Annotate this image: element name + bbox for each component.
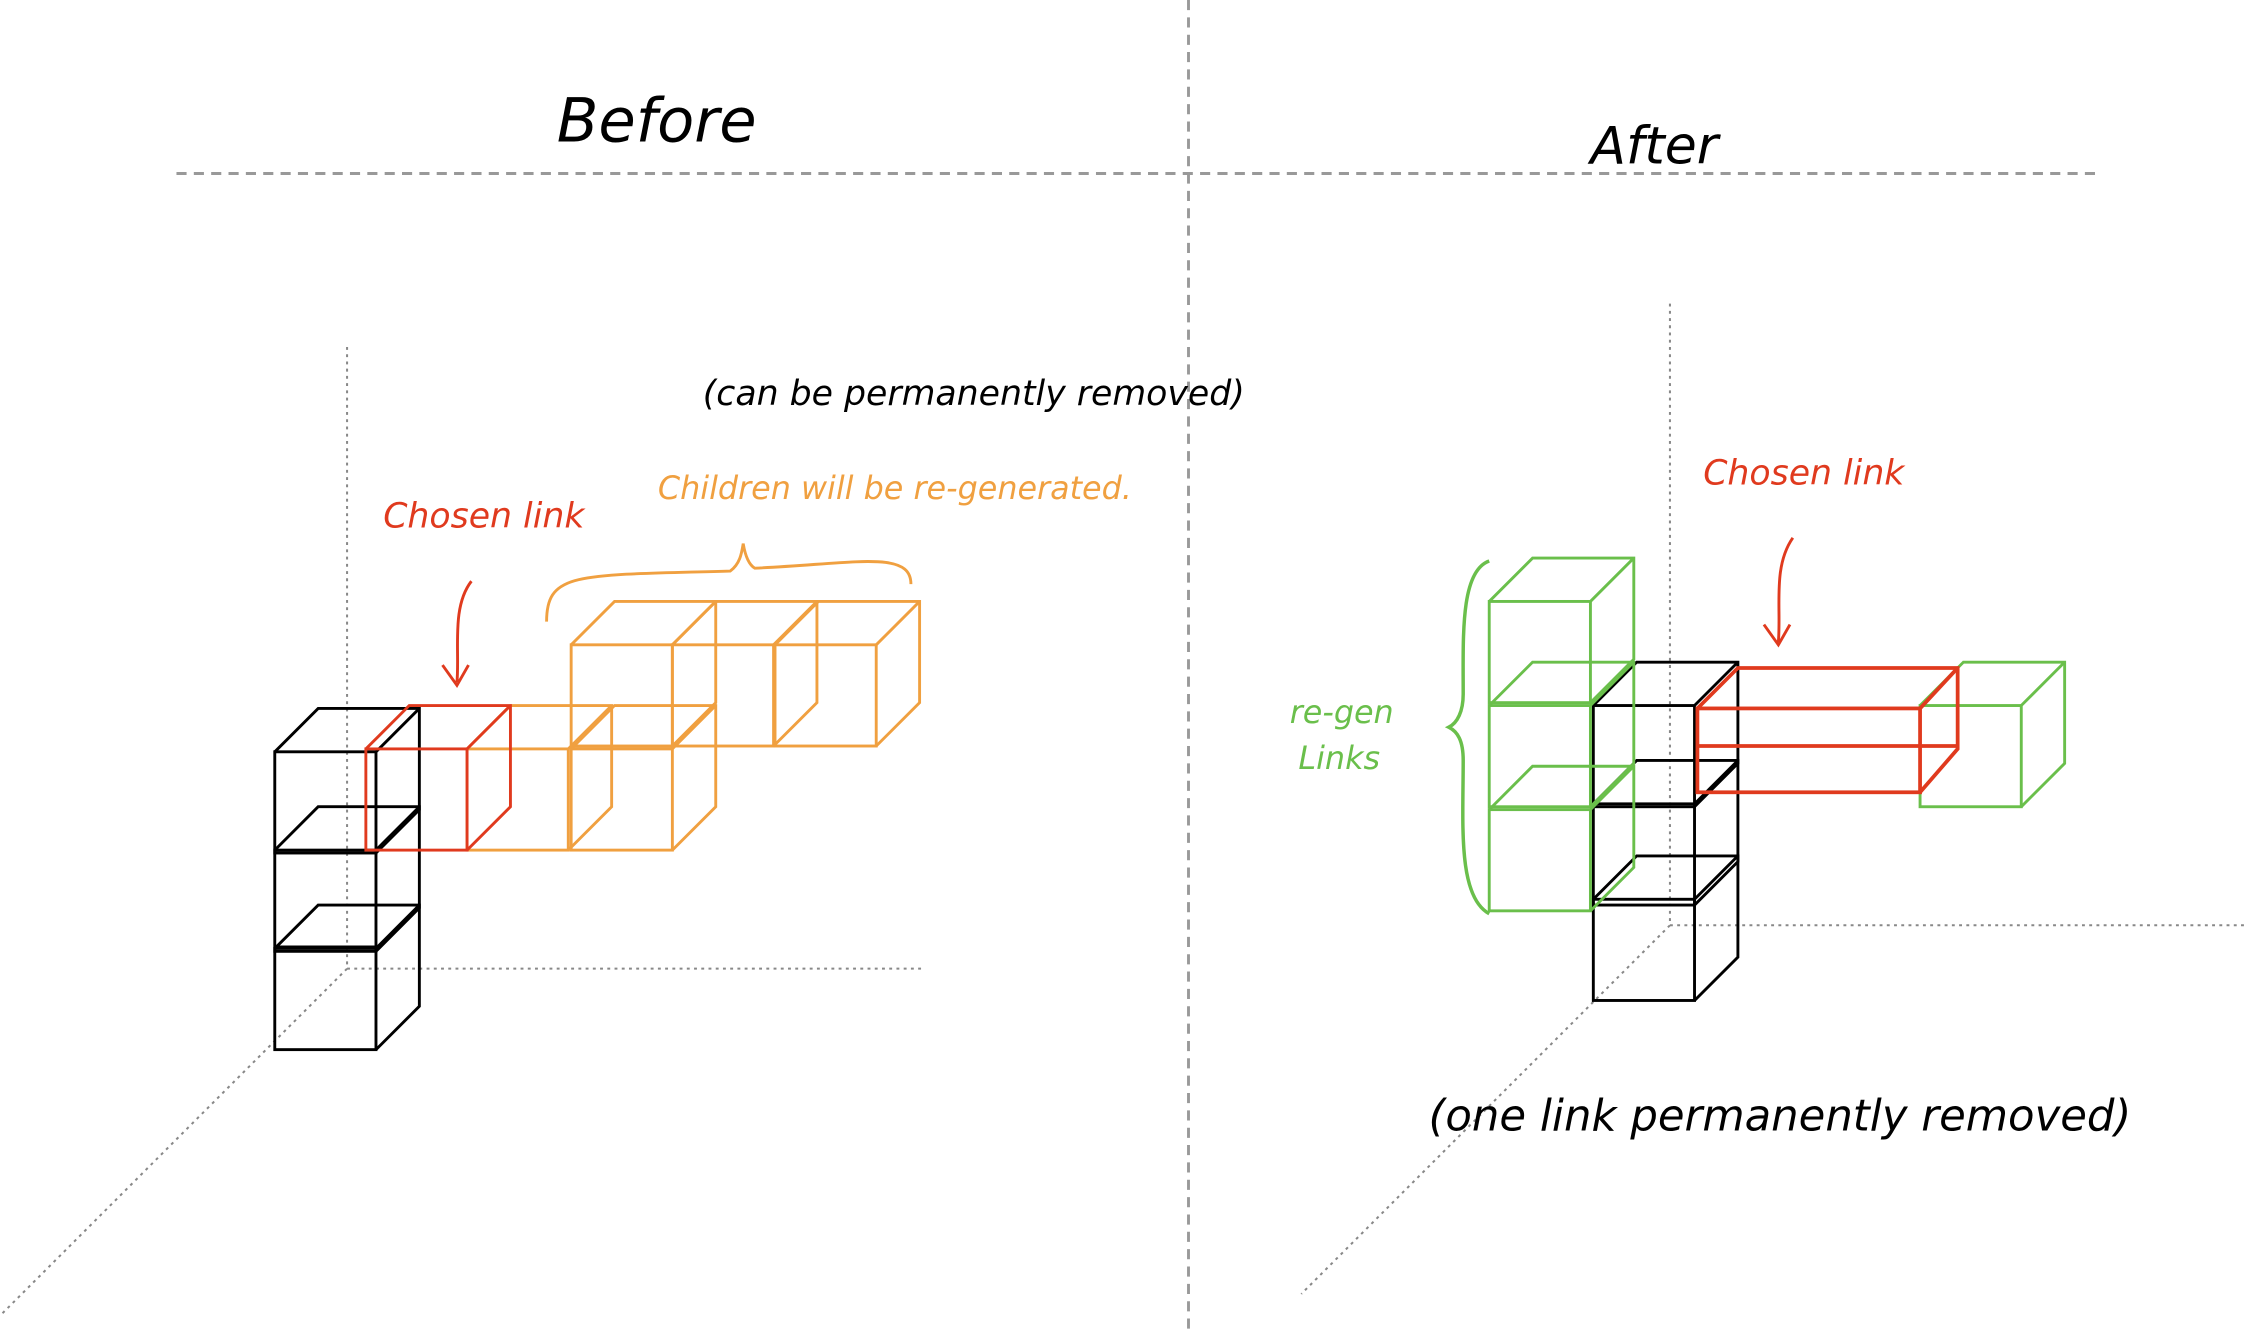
before-chosen-arrow <box>441 580 473 688</box>
before-chosen-cube <box>364 704 512 852</box>
before-base-cubes <box>273 706 421 1052</box>
after-chosen-link <box>1695 666 1960 795</box>
after-removed-note: (one link permanently removed) <box>1429 1092 2132 1142</box>
after-regen-brace <box>1444 559 1491 916</box>
after-regen-label-line1: re-gen <box>1290 694 1394 731</box>
before-axes <box>0 346 926 1317</box>
after-axes <box>1300 303 2244 1295</box>
panel-dividers <box>176 0 2100 1333</box>
before-removed-note: (can be permanently removed) <box>703 374 1245 414</box>
before-children-cubes <box>465 599 922 852</box>
after-chosen-arrow <box>1762 536 1795 648</box>
before-heading: Before <box>557 87 757 157</box>
before-children-brace <box>545 543 913 622</box>
after-base-cubes <box>1591 660 1740 1002</box>
after-heading: After <box>1587 116 1721 176</box>
before-chosen-label: Chosen link <box>383 497 586 537</box>
before-children-note: Children will be re-generated. <box>658 470 1132 507</box>
after-regen-label-line2: Links <box>1298 740 1380 777</box>
after-chosen-label: Chosen link <box>1703 453 1906 493</box>
after-regen-cubes <box>1487 556 2067 913</box>
